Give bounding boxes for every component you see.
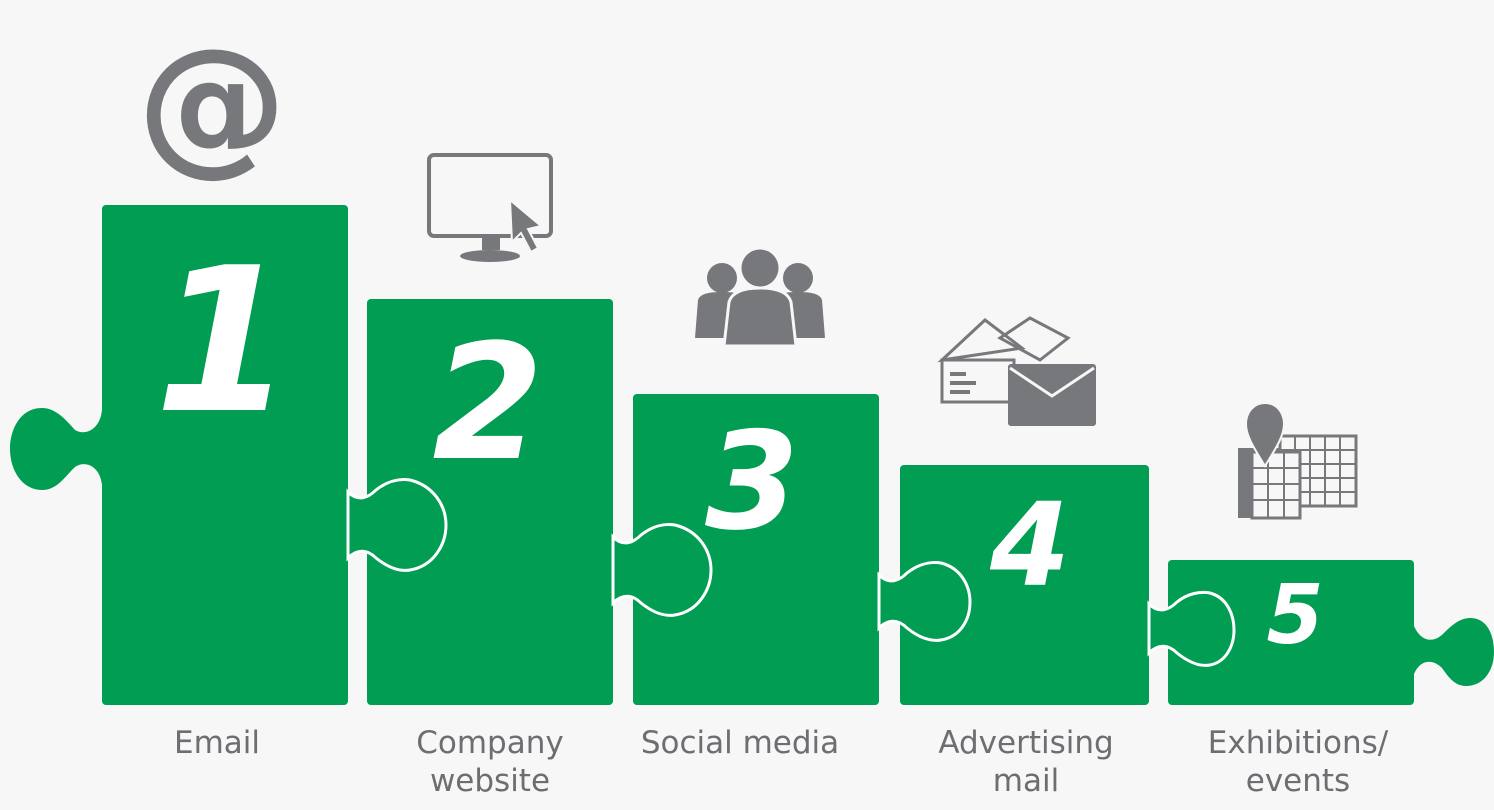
- people-group-icon: [695, 246, 825, 348]
- step-5-label: Exhibitions/events: [1208, 725, 1389, 799]
- step-4-label-line: mail: [993, 763, 1059, 799]
- envelopes-icon: [937, 316, 1096, 426]
- svg-text:@: @: [137, 17, 287, 191]
- step-5-number: 5: [1266, 568, 1323, 663]
- connector-2-3: [611, 523, 713, 617]
- step-1-label-line: Email: [174, 725, 260, 761]
- step-1-label: Email: [174, 725, 260, 761]
- step-2-label-line: website: [430, 763, 550, 799]
- right-puzzle-tab: [1414, 618, 1494, 686]
- step-5-block: [1168, 560, 1414, 705]
- step-1-block: [102, 205, 348, 705]
- step-4-number: 4: [989, 479, 1070, 613]
- step-5-label-line: Exhibitions/: [1208, 725, 1389, 761]
- location-calendar-icon: [1238, 401, 1358, 520]
- step-2-label-line: Company: [416, 725, 563, 761]
- step-4-block: [900, 465, 1149, 705]
- connector-3-4: [877, 561, 972, 642]
- step-2-number: 2: [432, 309, 543, 496]
- step-3-label: Social media: [641, 725, 839, 761]
- step-3-label-line: Social media: [641, 725, 839, 761]
- step-2-block: [367, 299, 613, 705]
- step-4-label-line: Advertising: [938, 725, 1113, 761]
- step-3-number: 3: [705, 403, 799, 560]
- monitor-cursor-icon: [427, 153, 553, 262]
- step-3-block: [633, 394, 879, 705]
- left-puzzle-tab: [10, 408, 102, 490]
- connector-4-5: [1147, 590, 1236, 667]
- step-1-number: 1: [154, 225, 293, 458]
- connector-1-2: [346, 478, 448, 572]
- at-sign-icon: @: [137, 17, 287, 191]
- step-5-label-line: events: [1246, 763, 1350, 799]
